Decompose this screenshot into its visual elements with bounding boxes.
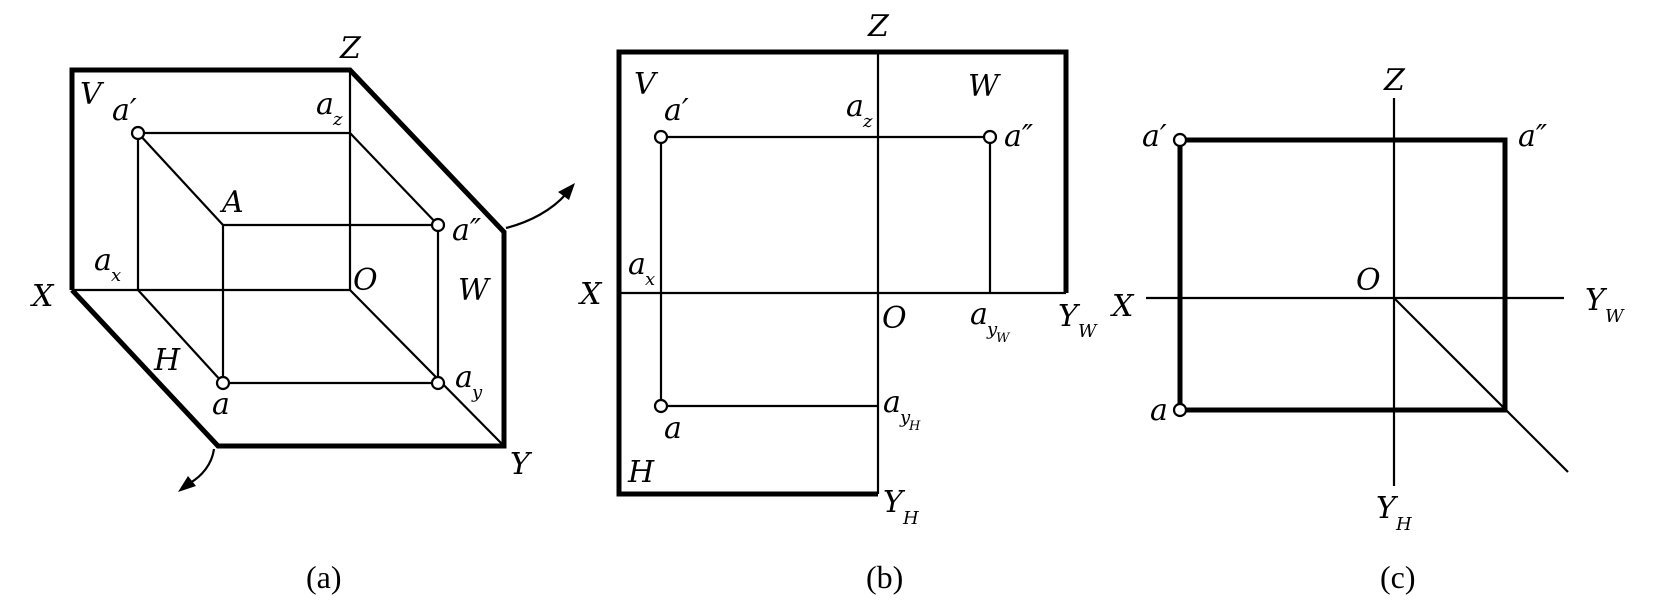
h-plane-outline — [616, 293, 878, 497]
label-z: Z — [867, 9, 890, 44]
label-o: O — [882, 301, 907, 336]
label-a: a — [212, 387, 230, 422]
rotation-arrow-h — [189, 448, 216, 484]
point-a-prime — [653, 129, 669, 145]
proj-ax-a — [137, 289, 224, 384]
label-a-dprime: a″ — [1518, 119, 1548, 154]
label-z: Z — [339, 31, 362, 66]
label-a-z-sub: z — [332, 109, 343, 130]
rotation-arrow-h-head — [178, 476, 196, 492]
label-a-yh: a — [883, 385, 901, 420]
label-a-prime: a′ — [664, 93, 689, 128]
point-a — [215, 375, 231, 391]
label-o: O — [1356, 263, 1381, 298]
point-a-dprime — [982, 129, 998, 145]
rotation-arrow-w — [505, 193, 567, 230]
label-v: V — [80, 77, 105, 112]
point-a-y — [430, 375, 446, 391]
proj-ap-A — [137, 132, 224, 226]
label-a-x: a — [628, 247, 646, 282]
label-a-z: a — [846, 89, 864, 124]
label-x: X — [578, 277, 603, 312]
label-a-dprime: a″ — [452, 213, 482, 248]
rotation-arrow-w-head — [558, 183, 575, 200]
label-v: V — [634, 67, 659, 102]
label-z: Z — [1383, 63, 1406, 98]
label-a-y: a — [455, 360, 473, 395]
label-x: X — [30, 279, 55, 314]
label-a-x-sub: x — [111, 265, 121, 286]
point-a — [653, 398, 669, 414]
label-w: W — [458, 273, 491, 308]
label-w: W — [968, 69, 1001, 104]
label-o: O — [353, 263, 378, 298]
label-a: a — [1150, 393, 1168, 428]
label-y-h-sub: H — [1395, 514, 1412, 535]
label-y-h-sub: H — [902, 508, 919, 529]
label-a-yw-subsub: W — [996, 331, 1011, 346]
label-a-prime: a′ — [112, 93, 137, 128]
v-plane-outline — [69, 67, 507, 449]
projection-rectangle — [1177, 137, 1508, 413]
label-a-z: a — [316, 87, 334, 122]
label-a: a — [664, 411, 682, 446]
point-a-prime — [130, 125, 146, 141]
label-h: H — [627, 455, 655, 490]
panel-b: Z V a′ a z W a″ X a x O a y W Y W a a y … — [578, 9, 1098, 595]
label-a-y-sub: y — [471, 382, 483, 403]
label-y-w-sub: W — [1605, 306, 1625, 327]
panel-a: V Z a′ a z A a″ a x X O W H a a y Y (a) — [30, 31, 575, 595]
label-y-h: Y — [883, 485, 906, 520]
label-a-dprime: a″ — [1004, 119, 1034, 154]
label-a-prime: a′ — [1142, 119, 1167, 154]
point-a-dprime — [430, 217, 446, 233]
label-y-w: Y — [1585, 283, 1608, 318]
label-a-yh-sub: y — [899, 407, 911, 428]
diagonal-45 — [1393, 297, 1569, 473]
label-y-w-sub: W — [1078, 321, 1098, 342]
caption-a: (a) — [306, 559, 342, 595]
panel-c: Z a′ a″ X O Y W a Y H (c) — [1110, 63, 1625, 595]
caption-c: (c) — [1380, 559, 1416, 595]
label-x: X — [1110, 289, 1135, 324]
label-y-h: Y — [1376, 491, 1399, 526]
label-a-x: a — [94, 243, 112, 278]
label-a-x-sub: x — [645, 269, 655, 290]
y-axis — [349, 289, 505, 447]
label-a-z-sub: z — [862, 111, 873, 132]
v-w-plane-outline — [616, 49, 1069, 293]
label-y: Y — [510, 447, 533, 482]
point-a — [1172, 402, 1188, 418]
label-y-w: Y — [1058, 299, 1081, 334]
point-a-prime — [1172, 132, 1188, 148]
label-A: A — [219, 185, 244, 220]
label-a-yw-sub: y — [986, 319, 998, 340]
label-a-yw: a — [970, 297, 988, 332]
caption-b: (b) — [866, 559, 903, 595]
label-a-yh-subsub: H — [908, 419, 921, 434]
proj-az-app — [349, 132, 439, 226]
label-h: H — [153, 343, 181, 378]
